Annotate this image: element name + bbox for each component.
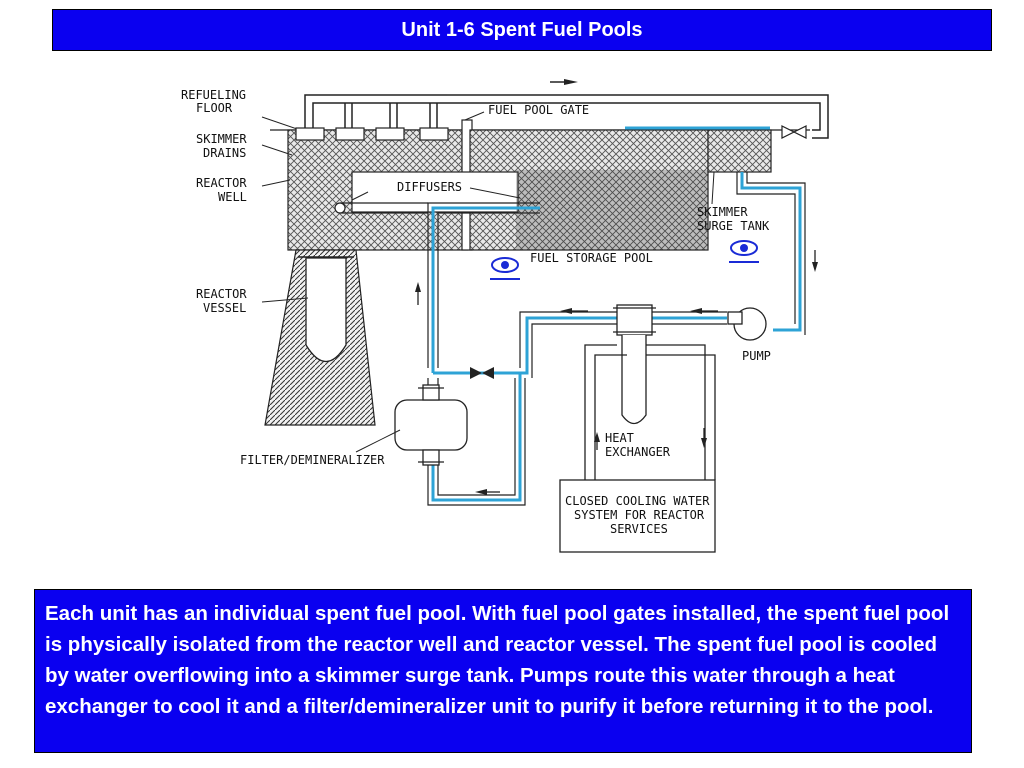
eye-icon[interactable]: [490, 257, 520, 280]
label-ccw: CLOSED COOLING WATER: [565, 494, 710, 508]
ccw-loop: [584, 344, 716, 480]
flow-arrows: [415, 250, 818, 495]
label-reactor-well: REACTOR: [196, 176, 247, 190]
filter-demineralizer: [394, 384, 468, 466]
valve-icon: [781, 125, 807, 139]
leader-lines: [261, 111, 715, 453]
spent-fuel-pool-diagram: REFUELING FLOOR SKIMMER DRAINS REACTOR W…: [181, 79, 829, 553]
label-skimmer-drains: SKIMMER: [196, 132, 247, 146]
label-diffusers: DIFFUSERS: [397, 180, 462, 194]
title-banner: Unit 1-6 Spent Fuel Pools: [52, 9, 992, 51]
skimmer-drains: [295, 127, 449, 141]
top-flow-arrow: [564, 79, 578, 85]
label-reactor-vessel: VESSEL: [203, 301, 246, 315]
label-skimmer-surge-tank: SKIMMER: [697, 205, 748, 219]
fuel-pool-body: [516, 170, 708, 250]
skimmer-surge-tank: [707, 129, 772, 173]
caption-text: Each unit has an individual spent fuel p…: [45, 602, 950, 718]
caption-box: Each unit has an individual spent fuel p…: [34, 589, 972, 753]
label-ccw: SERVICES: [610, 522, 668, 536]
label-ccw: SYSTEM FOR REACTOR: [574, 508, 705, 522]
ccw-box: [559, 479, 716, 553]
label-reactor-vessel: REACTOR: [196, 287, 247, 301]
label-skimmer-surge-tank: SURGE TANK: [697, 219, 770, 233]
reactor-vessel: [305, 257, 347, 362]
top-return-pipe: [304, 94, 829, 139]
valve-icon: [470, 367, 494, 379]
pump-icon: [727, 307, 767, 341]
refueling-floor-line: [261, 116, 301, 131]
label-pump: PUMP: [742, 349, 771, 363]
label-heat-exchanger: HEAT: [605, 431, 634, 445]
label-refueling-floor: FLOOR: [196, 101, 233, 115]
label-fuel-storage-pool: FUEL STORAGE POOL: [530, 251, 653, 265]
label-filter-demineralizer: FILTER/DEMINERALIZER: [240, 453, 385, 467]
label-reactor-well: WELL: [218, 190, 247, 204]
label-skimmer-drains: DRAINS: [203, 146, 246, 160]
eye-icon[interactable]: [729, 240, 759, 263]
heat-exchanger: [613, 304, 656, 425]
page-title: Unit 1-6 Spent Fuel Pools: [401, 18, 643, 41]
label-fuel-pool-gate: FUEL POOL GATE: [488, 103, 589, 117]
label-refueling-floor: REFUELING: [181, 88, 246, 102]
label-heat-exchanger: EXCHANGER: [605, 445, 671, 459]
